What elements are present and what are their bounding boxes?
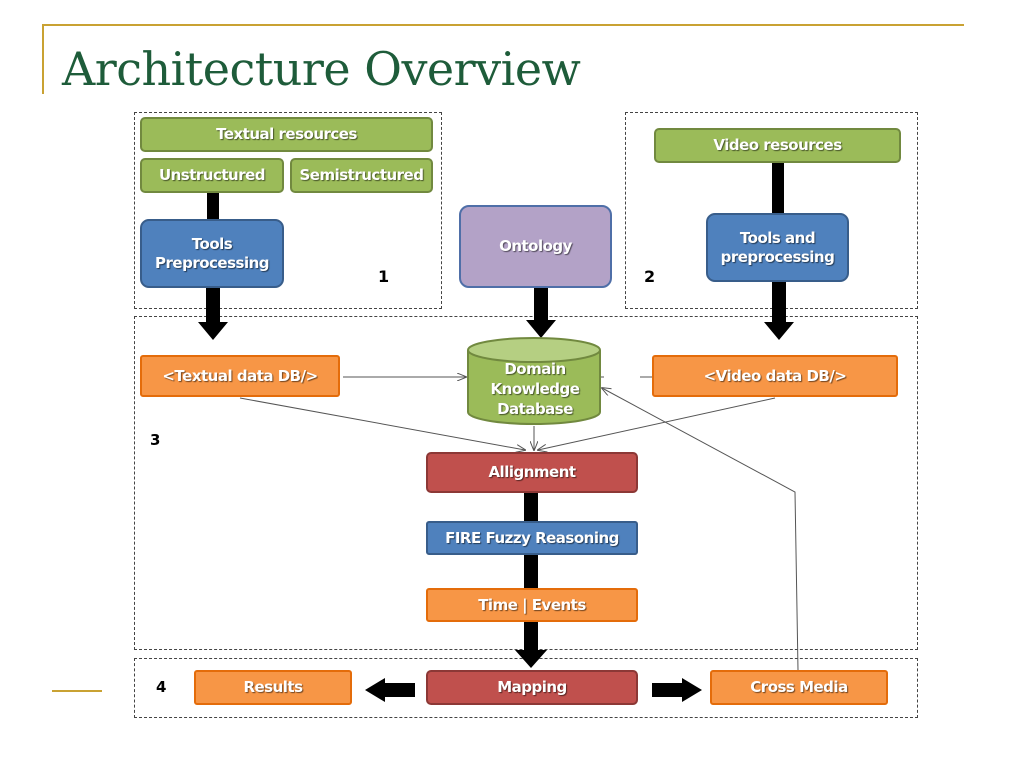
title-top-rule bbox=[42, 24, 964, 26]
arrow-tools-to-textual-db bbox=[198, 288, 228, 340]
arrow-tools-to-video-db bbox=[764, 282, 794, 340]
fire-fuzzy-reasoning-box: FIRE Fuzzy Reasoning bbox=[426, 521, 638, 555]
textual-data-db-box: <Textual data DB/> bbox=[140, 355, 340, 397]
section-number-2: 2 bbox=[644, 267, 656, 286]
textual-resources-box: Textual resources bbox=[140, 117, 433, 152]
line-video-db-to-allignment bbox=[538, 397, 776, 450]
video-data-db-box: <Video data DB/> bbox=[652, 355, 898, 397]
section-number-1: 1 bbox=[378, 267, 390, 286]
time-events-box: Time | Events bbox=[426, 588, 638, 622]
arrow-mapping-to-results bbox=[365, 678, 415, 702]
arrow-ontology-to-domain-db bbox=[526, 288, 556, 338]
arrow-mapping-to-cross-media bbox=[652, 678, 702, 702]
tools-and-preprocessing-box: Tools and preprocessing bbox=[706, 213, 849, 282]
bar-fire-to-time bbox=[524, 554, 538, 588]
domain-knowledge-database-label: Domain Knowledge Database bbox=[490, 360, 580, 418]
tools-preprocessing-box: Tools Preprocessing bbox=[140, 219, 284, 288]
semistructured-box: Semistructured bbox=[290, 158, 433, 193]
domain-db-cylinder bbox=[467, 337, 601, 425]
mapping-box: Mapping bbox=[426, 670, 638, 705]
section-frame-video bbox=[625, 112, 918, 309]
bar-allignment-to-fire bbox=[524, 492, 538, 522]
video-resources-box: Video resources bbox=[654, 128, 901, 163]
cross-media-box: Cross Media bbox=[710, 670, 888, 705]
section-frame-textual bbox=[134, 112, 442, 309]
results-box: Results bbox=[194, 670, 352, 705]
slide-title: Architecture Overview bbox=[62, 42, 581, 96]
unstructured-box: Unstructured bbox=[140, 158, 284, 193]
bar-unstructured-to-tools bbox=[207, 192, 219, 220]
title-left-rule bbox=[42, 24, 44, 94]
ontology-box: Ontology bbox=[459, 205, 612, 288]
section-number-4: 4 bbox=[156, 678, 167, 696]
section-number-3: 3 bbox=[150, 431, 161, 449]
allignment-box: Allignment bbox=[426, 452, 638, 493]
footer-left-rule bbox=[52, 690, 102, 692]
arrow-time-to-mapping bbox=[515, 621, 547, 668]
line-textual-db-to-allignment bbox=[239, 397, 525, 450]
bar-video-to-tools bbox=[772, 162, 784, 214]
line-cross-media-to-domain-db bbox=[602, 388, 799, 671]
